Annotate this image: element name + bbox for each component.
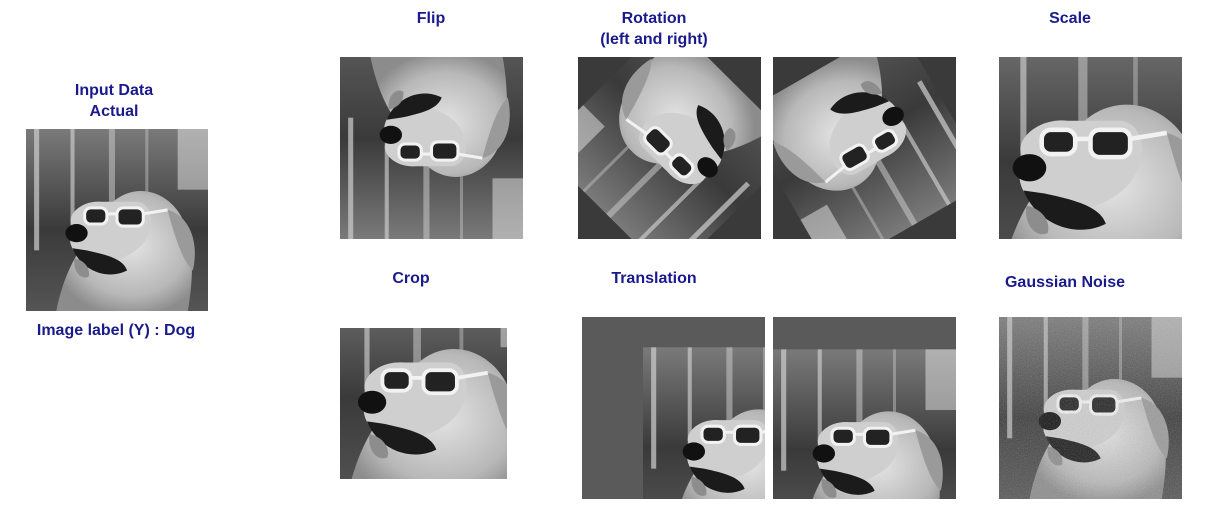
scale-label: Scale	[1049, 10, 1091, 27]
rotation-label-line1: Rotation	[621, 10, 687, 27]
translation-label: Translation	[611, 270, 697, 287]
gaussian-noise-image	[999, 317, 1182, 499]
translation-image-2	[773, 317, 956, 499]
rotation-left-image	[578, 57, 761, 239]
rotation-right-image	[773, 57, 956, 239]
input-data-title-line1: Input Data	[74, 82, 154, 99]
rotation-label: Rotation (left and right)	[574, 8, 734, 50]
scale-image	[999, 57, 1182, 239]
rotation-label-line2: (left and right)	[600, 31, 708, 48]
input-data-title: Input Data Actual	[44, 80, 184, 122]
input-data-title-line2: Actual	[89, 103, 139, 120]
image-label-caption: Image label (Y) : Dog	[36, 322, 196, 339]
crop-image	[340, 328, 507, 479]
translation-image-1	[582, 317, 765, 499]
flip-image	[340, 57, 523, 239]
flip-label: Flip	[416, 10, 446, 27]
crop-label: Crop	[392, 270, 430, 287]
input-actual-image	[26, 129, 208, 311]
gaussian-noise-label: Gaussian Noise	[1004, 274, 1126, 291]
